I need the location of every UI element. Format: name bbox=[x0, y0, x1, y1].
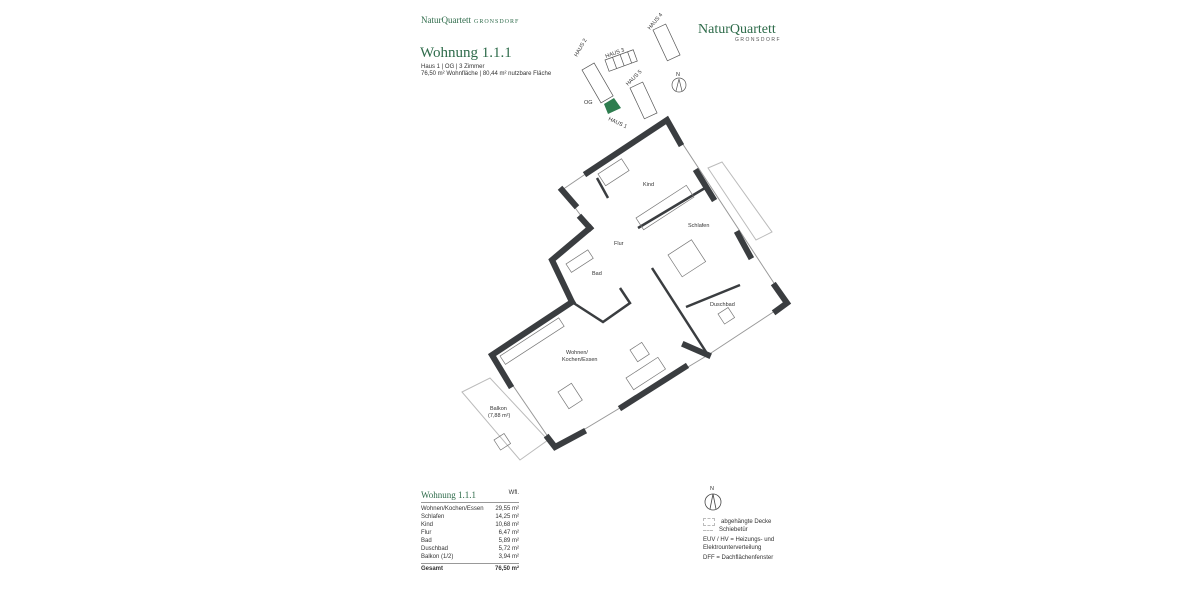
furniture bbox=[493, 158, 736, 451]
legend-item: DFF = Dachflächenfenster bbox=[703, 555, 774, 561]
brand-place: GRONSDORF bbox=[473, 19, 520, 25]
floor-label: OG bbox=[584, 100, 593, 106]
apartment-title: Wohnung 1.1.1 bbox=[420, 45, 512, 61]
total-name: Gesamt bbox=[421, 566, 444, 572]
balcony-living bbox=[461, 377, 549, 461]
room-area: 5,72 m² bbox=[498, 546, 519, 552]
room-area: 3,94 m² bbox=[498, 554, 519, 560]
legend-north-label: N bbox=[710, 486, 714, 492]
interior-walls bbox=[571, 177, 741, 356]
north-label: N bbox=[676, 72, 680, 78]
area-table: Wohnung 1.1.1 Wfl. Wohnen/Kochen/Essen 29,… bbox=[421, 490, 519, 573]
haus-1-label: HAUS 1 bbox=[607, 116, 628, 130]
table-row: Duschbad 5,72 m² bbox=[421, 545, 519, 553]
table-row: Kind 10,68 m² bbox=[421, 521, 519, 529]
total-area: 76,50 m² bbox=[494, 566, 519, 572]
balcony-bedroom bbox=[707, 161, 773, 241]
room-label-kind: Kind bbox=[643, 182, 654, 188]
room-area: 5,89 m² bbox=[498, 538, 519, 544]
haus-4 bbox=[652, 23, 681, 62]
table-row: Wohnen/Kochen/Essen 29,55 m² bbox=[421, 505, 519, 513]
suspended-ceiling-icon bbox=[703, 518, 715, 526]
apartment-subtitle: Haus 1 | OG | 3 Zimmer bbox=[421, 64, 485, 70]
area-table-title: Wohnung 1.1.1 bbox=[421, 490, 477, 500]
room-label-balkon: Balkon bbox=[490, 406, 507, 412]
room-label-flur: Flur bbox=[614, 241, 624, 247]
room-label-balkon-area: (7,88 m²) bbox=[488, 413, 510, 419]
north-arrow-small bbox=[671, 77, 687, 93]
haus-1-highlight bbox=[604, 98, 621, 114]
haus-2-label: HAUS 2 bbox=[574, 38, 589, 58]
room-label-schlafen: Schlafen bbox=[688, 223, 709, 229]
sliding-door-icon bbox=[703, 529, 713, 531]
room-name: Wohnen/Kochen/Essen bbox=[421, 506, 484, 512]
room-name: Kind bbox=[421, 522, 434, 528]
legend-item: Schiebetür bbox=[719, 527, 748, 533]
table-row: Bad 5,89 m² bbox=[421, 537, 519, 545]
room-label-kochen-essen: Kochen/Essen bbox=[562, 357, 597, 363]
logo: NaturQuartett bbox=[698, 22, 776, 37]
legend: abgehängte Decke Schiebetür EUV / HV = H… bbox=[703, 518, 778, 562]
haus-2 bbox=[581, 62, 614, 104]
room-area: 10,68 m² bbox=[495, 522, 519, 528]
brand-name: NaturQuartett bbox=[421, 15, 471, 25]
room-name: Bad bbox=[421, 538, 432, 544]
room-name: Flur bbox=[421, 530, 432, 536]
table-total-row: Gesamt 76,50 m² bbox=[421, 563, 519, 573]
area-table-column: Wfl. bbox=[508, 490, 519, 496]
haus-5 bbox=[629, 81, 658, 120]
room-label-duschbad: Duschbad bbox=[710, 302, 735, 308]
room-name: Balkon (1/2) bbox=[421, 554, 454, 560]
apartment-area: 76,50 m² Wohnfläche | 80,44 m² nutzbare … bbox=[421, 71, 552, 77]
haus-5-label: HAUS 5 bbox=[625, 69, 643, 87]
walls bbox=[487, 115, 792, 451]
table-row: Schlafen 14,25 m² bbox=[421, 513, 519, 521]
room-area: 29,55 m² bbox=[495, 506, 519, 512]
room-label-bad: Bad bbox=[592, 271, 602, 277]
site-plan bbox=[581, 23, 687, 120]
room-area: 6,47 m² bbox=[498, 530, 519, 536]
table-row: Flur 6,47 m² bbox=[421, 529, 519, 537]
legend-item: abgehängte Decke bbox=[721, 519, 772, 525]
table-row: Balkon (1/2) 3,94 m² bbox=[421, 553, 519, 561]
haus-3 bbox=[604, 49, 638, 72]
haus-3-label: HAUS 3 bbox=[605, 47, 626, 59]
room-name: Duschbad bbox=[421, 546, 449, 552]
legend-item: EUV / HV = Heizungs- und Elektrounterver… bbox=[703, 537, 775, 551]
north-arrow bbox=[704, 493, 722, 511]
room-name: Schlafen bbox=[421, 514, 445, 520]
room-area: 14,25 m² bbox=[495, 514, 519, 520]
logo-place: GRONSDORF bbox=[735, 37, 781, 43]
room-label-wohnen: Wohnen/ bbox=[566, 350, 588, 356]
